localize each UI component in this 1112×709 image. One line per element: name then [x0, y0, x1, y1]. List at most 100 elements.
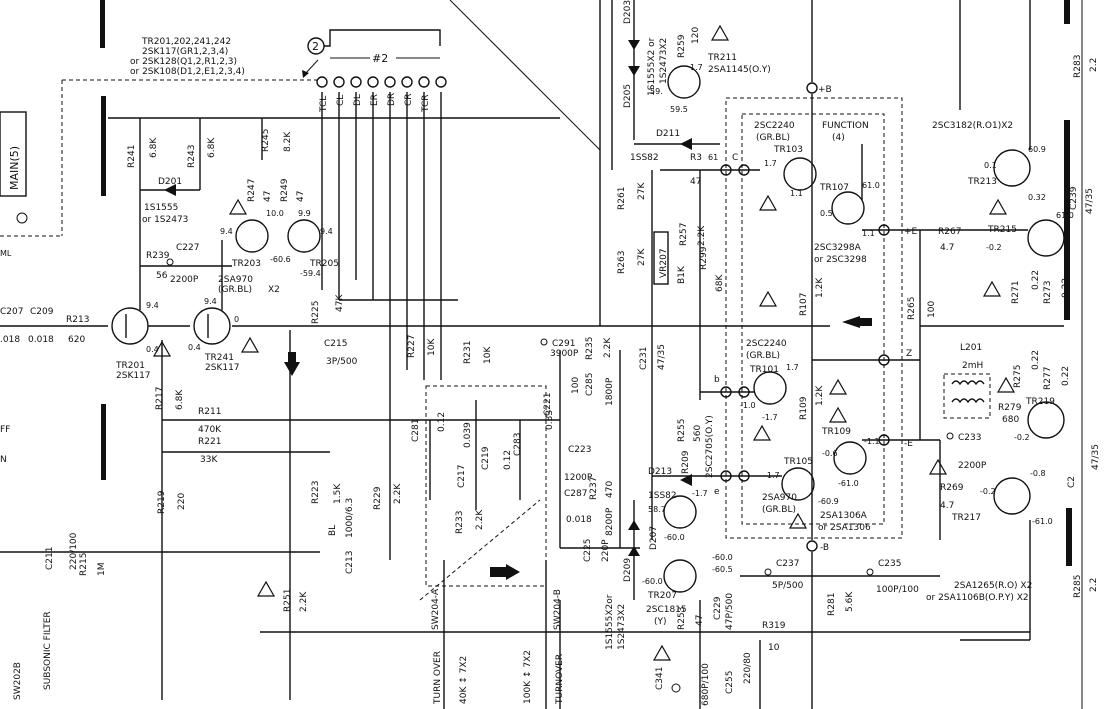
connector-id: 2 — [312, 40, 319, 53]
vm10: -1.0 — [740, 401, 756, 410]
v94c: 9.4 — [146, 301, 159, 310]
c211-label: C211 — [45, 547, 55, 570]
vm610b: -61.0 — [838, 479, 859, 488]
tr207-grade: (Y) — [654, 617, 667, 627]
header-transistor-list: TR201,202,241,242 — [141, 37, 231, 47]
vm610: -61.0 — [1032, 517, 1053, 526]
c221-value: 100 — [571, 377, 581, 394]
d213-label: D213 — [648, 467, 672, 477]
c283-value: 0.33 — [545, 410, 555, 430]
main-box-label: MAIN(5) — [8, 146, 21, 190]
c207-value: .018 — [0, 335, 20, 345]
r275-label: R275 — [1013, 365, 1023, 388]
tr217-alt: or 2SA1106B(O.P.Y) X2 — [926, 593, 1029, 603]
node-c: C — [732, 153, 738, 163]
tr107-type: 2SC3298A — [814, 243, 862, 253]
v17a: 1.7 — [690, 63, 703, 72]
r227-label: R227 — [407, 335, 417, 358]
r257-value: 2.2K — [697, 225, 707, 246]
vm17c: -1.7 — [692, 489, 708, 498]
r257-label: R257 — [679, 223, 689, 246]
tr105-a: 2SA1306A — [820, 511, 868, 521]
pin-dr: DR — [387, 93, 397, 106]
tr213-label: TR213 — [967, 177, 997, 187]
r241-label: R241 — [127, 145, 137, 168]
c213-value: 1000/6.3 — [345, 498, 355, 538]
r219-label: R219 — [157, 490, 167, 514]
tr101-grade: (GR.BL) — [746, 351, 780, 361]
c341-label: C341 — [655, 667, 665, 690]
v04a: 0.4 — [146, 345, 159, 354]
tr219-symbol — [1027, 401, 1065, 439]
l201-box — [943, 373, 991, 419]
thick-bar-left-1 — [100, 0, 105, 48]
r247-value: 47 — [263, 191, 273, 202]
r235-label: R235 — [585, 337, 595, 360]
d203-alt: 1S2473X2 — [659, 38, 669, 84]
v0a: 0 — [234, 315, 239, 324]
c231-label: C231 — [639, 347, 649, 370]
r239-value: 56 — [156, 271, 168, 281]
d209-alt: 1S2473X2 — [617, 604, 627, 650]
tr105-grade: (GR.BL) — [762, 505, 796, 515]
v05: 0.5 — [820, 209, 833, 218]
function-box — [725, 97, 903, 539]
v610: 61.0 — [862, 181, 880, 190]
r227-value: 10K — [427, 338, 437, 356]
v11a: 1.1 — [790, 189, 803, 198]
tr211-type: 2SA1145(O.Y) — [708, 65, 771, 75]
r221-value: 33K — [200, 455, 218, 465]
r229-label: R229 — [373, 486, 383, 510]
r109-value: 1.2K — [815, 385, 825, 406]
warning-triangles — [152, 24, 1016, 661]
r243-label: R243 — [187, 145, 197, 168]
tr101-type: 2SC2240 — [746, 339, 787, 349]
tr211-symbol — [667, 65, 701, 99]
r271-value: 0.22 — [1031, 270, 1041, 290]
r299-label: R299 — [699, 246, 709, 270]
r213-label: R213 — [66, 315, 89, 325]
vm02c: -0.2 — [980, 487, 996, 496]
v100: 10.0 — [266, 209, 284, 218]
tr219-label: TR219 — [1025, 397, 1055, 407]
tr241-label: TR241 — [204, 353, 234, 363]
n-label: N — [0, 455, 7, 465]
tr105-symbol — [781, 467, 815, 501]
v59: 59. — [650, 87, 663, 96]
main-box — [0, 111, 27, 197]
tr109-symbol — [833, 441, 867, 475]
c213-label: C213 — [345, 551, 355, 574]
tr105-label: TR105 — [783, 457, 813, 467]
vm06: -0.6 — [822, 449, 838, 458]
c341-value: 680P/100 — [701, 663, 711, 706]
v610b: 61.0 — [1056, 211, 1074, 220]
c281-label: C281 — [411, 419, 421, 442]
r251-value: 2.2K — [299, 591, 309, 612]
r299-value: 68K — [715, 274, 725, 292]
d201-symbol — [164, 184, 176, 196]
header-line-2: or 2SK128(Q1,2,R1,2,3) — [130, 57, 237, 67]
r265-value: 100 — [927, 301, 937, 318]
vm11: -1.1 — [864, 437, 880, 446]
thick-bar-right-2 — [1064, 120, 1070, 320]
r3-label: R3 — [690, 153, 702, 163]
header-line-1: 2SK117(GR1,2,3,4) — [142, 47, 228, 57]
r273-value: 0.22 — [1061, 278, 1071, 298]
pin-cr: CR — [404, 93, 414, 106]
tr203-grade: (GR.BL) — [218, 285, 252, 295]
d213-type: 1SS82 — [648, 491, 677, 501]
tr103-grade: (GR.BL) — [756, 133, 790, 143]
r279-value: 680 — [1002, 415, 1019, 425]
r231-label: R231 — [463, 341, 473, 364]
r273-label: R273 — [1043, 281, 1053, 304]
c239-value: 47/35 — [1085, 188, 1095, 214]
k40-label: 40K ↕ 7X2 — [459, 656, 469, 704]
sw204a-label: SW204-A — [431, 588, 441, 630]
r255-value: 560 — [693, 425, 703, 442]
tr105-b: or 2SA1306 — [818, 523, 871, 533]
r283-label: R283 — [1073, 55, 1083, 78]
c209-value: 0.018 — [28, 335, 54, 345]
function-box-inner — [741, 113, 885, 525]
c237-label: C237 — [776, 559, 799, 569]
tr103-symbol — [783, 157, 817, 191]
